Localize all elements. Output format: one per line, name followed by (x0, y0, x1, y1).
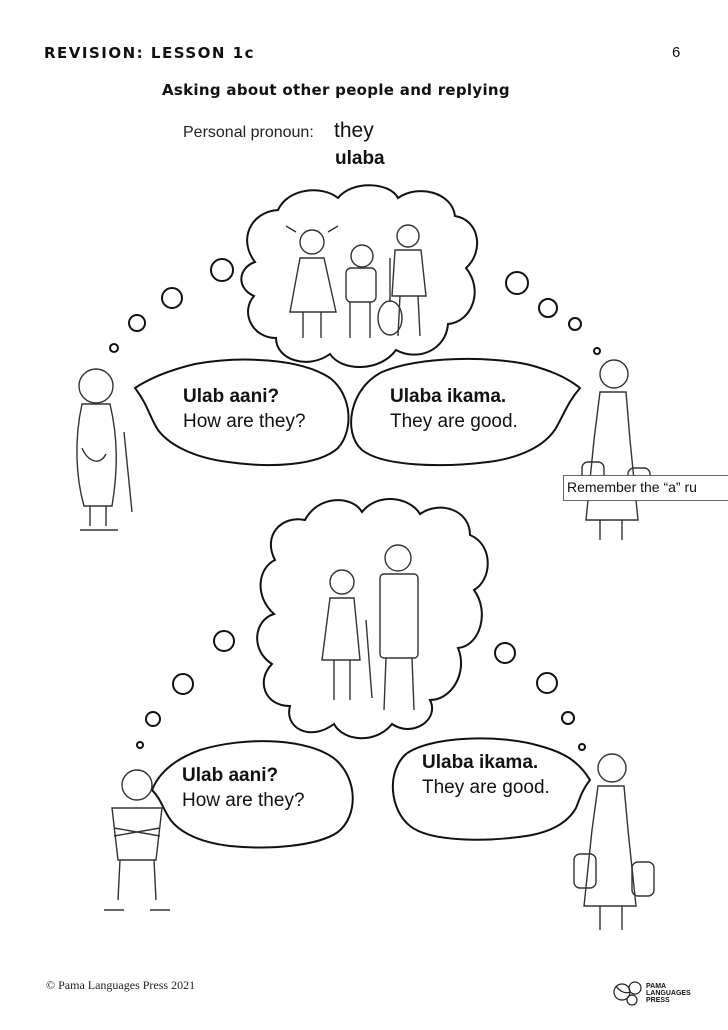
publisher-line: PAMA (646, 983, 667, 990)
thought-dot (578, 743, 586, 751)
bubble-question: Ulab aani? (182, 765, 279, 786)
thought-dot (593, 347, 601, 355)
publisher-logo-text: PAMA LANGUAGES PRESS (646, 983, 691, 1004)
speech-bubble-left-scene1 (133, 358, 350, 466)
man-crossed-arms-figure (104, 769, 170, 911)
pronoun-label: Personal pronoun: (183, 124, 314, 141)
thought-dot (536, 672, 558, 694)
pronoun-language-word: ulaba (335, 148, 385, 169)
scene2-answer-text: Ulaba ikama. They are good. (422, 750, 550, 800)
speech-bubble-right-scene2 (392, 737, 592, 841)
copyright-text: © Pama Languages Press 2021 (46, 978, 196, 992)
page-number: 6 (672, 44, 681, 61)
publisher-line: PRESS (646, 997, 670, 1004)
bubble-translation: They are good. (390, 411, 518, 432)
thought-dot (568, 317, 582, 331)
thought-dot (494, 642, 516, 664)
thought-dot (109, 343, 119, 353)
scene2-question-text: Ulab aani? How are they? (182, 763, 305, 813)
bubble-answer: Ulaba ikama. (422, 752, 539, 773)
bubble-translation: How are they? (183, 411, 306, 432)
section-subtitle: Asking about other people and replying (162, 81, 510, 99)
thought-dot (538, 298, 558, 318)
scene1-question-text: Ulab aani? How are they? (183, 384, 306, 434)
thought-dot (136, 741, 144, 749)
thought-cloud-scene1 (240, 184, 479, 368)
callout-box: Remember the “a” ru (563, 475, 728, 501)
woman-with-bags-figure-2 (573, 753, 655, 930)
thought-cloud-scene2 (256, 498, 489, 740)
thought-dot (505, 271, 529, 295)
old-woman-figure (76, 368, 133, 531)
thought-dot (161, 287, 183, 309)
bubble-translation: How are they? (182, 790, 305, 811)
grandfather-figure (379, 544, 419, 711)
pronoun-english: they (334, 119, 374, 142)
woman-with-bags-figure (581, 359, 651, 540)
bubble-translation: They are good. (422, 777, 550, 798)
publisher-line: LANGUAGES (646, 990, 691, 997)
bubble-question: Ulab aani? (183, 386, 280, 407)
thought-dot (213, 630, 235, 652)
speech-bubble-right-scene1 (350, 357, 582, 467)
grandmother-figure (321, 569, 373, 700)
thought-dot (172, 673, 194, 695)
speech-bubble-left-scene2 (150, 740, 354, 849)
thought-dot (145, 711, 161, 727)
lesson-title: REVISION: LESSON 1c (44, 44, 255, 62)
bubble-answer: Ulaba ikama. (390, 386, 507, 407)
scene1-answer-text: Ulaba ikama. They are good. (390, 384, 518, 434)
thought-dot (561, 711, 575, 725)
thought-dot (128, 314, 146, 332)
girl-figure (285, 225, 339, 338)
publisher-logo-icon (613, 981, 642, 1006)
thought-dot (210, 258, 234, 282)
guitar-girl-figure (377, 224, 427, 337)
boy-figure (345, 244, 377, 338)
